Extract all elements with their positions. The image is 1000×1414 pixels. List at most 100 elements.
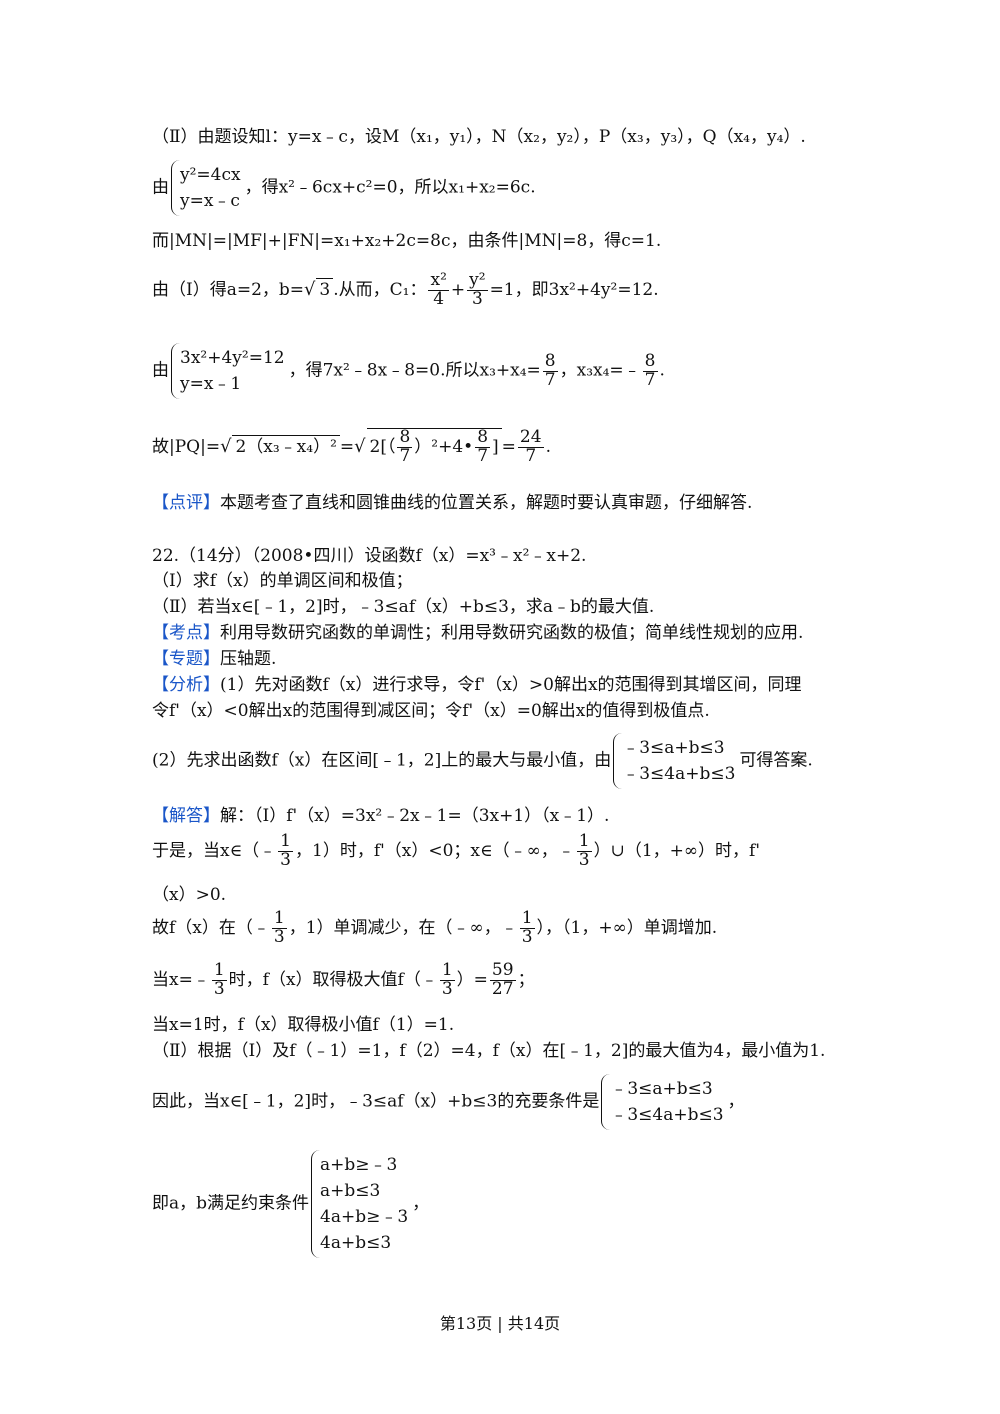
numerator: 1 [271, 908, 287, 929]
denominator: 3 [213, 978, 225, 999]
text: .从而，C₁： [333, 279, 427, 300]
denominator: 7 [525, 445, 537, 466]
text: . [545, 436, 551, 457]
denominator: 3 [441, 978, 453, 999]
text: 故|PQ|= [152, 436, 221, 457]
text: 故f（x）在（﹣ [152, 917, 270, 938]
text: 由 [152, 177, 169, 198]
denominator: 3 [578, 849, 590, 870]
numerator: 1 [519, 908, 535, 929]
kaodian-line: 【考点】利用导数研究函数的单调性；利用导数研究函数的极值；简单线性规划的应用. [152, 622, 803, 644]
equation-row: y²=4cx [180, 165, 241, 185]
text: 于是，当x∈（﹣ [152, 840, 277, 861]
inequality-system: ﹣3≤a+b≤3 ﹣3≤4a+b≤3 [613, 733, 735, 789]
numerator: 1 [278, 831, 293, 852]
text: + [450, 279, 466, 300]
numerator: 59 [489, 960, 516, 981]
text: 本题考查了直线和圆锥曲线的位置关系，解题时要认真审题，仔细解答. [220, 493, 753, 513]
text: ）∪（1，+∞）时，f' [593, 840, 761, 861]
text: ）= [456, 969, 488, 990]
fenxi-line: 【分析】(1）先对函数f（x）进行求导，令f'（x）>0解出x的范围得到其增区间… [152, 674, 802, 696]
text: ），（1，+∞）单调增加. [536, 917, 718, 938]
text: ， [412, 1193, 430, 1214]
denominator: 3 [521, 926, 533, 947]
denominator: 3 [280, 849, 291, 870]
q22-part1: （Ⅰ）求f（x）的单调区间和极值； [152, 571, 413, 591]
fenxi-tag: 【分析】 [152, 675, 220, 695]
numerator: x² [428, 270, 449, 291]
text: 由（Ⅰ）得a=2，b= [152, 279, 305, 300]
dang2-line: 当x=1时，f（x）取得极小值f（1）=1. [152, 1015, 455, 1035]
constraint-row: 4a+b≤3 [320, 1233, 392, 1253]
denominator: 3 [471, 288, 483, 309]
equation-row: 3x²+4y²=12 [180, 348, 285, 368]
denominator: 27 [491, 978, 514, 999]
text: 解：（Ⅰ）f'（x）=3x²﹣2x﹣1=（3x+1）（x﹣1）. [220, 806, 610, 826]
inequality-row: ﹣3≤4a+b≤3 [622, 764, 736, 784]
text: = [339, 436, 355, 457]
part2-intro: （Ⅱ）由题设知l：y=x﹣c，设M（x₁，y₁），N（x₂，y₂），P（x₃，y… [152, 127, 806, 147]
text: ，1）单调减少，在（﹣∞，﹣ [288, 917, 518, 938]
comment-line: 【点评】本题考查了直线和圆锥曲线的位置关系，解题时要认真审题，仔细解答. [152, 492, 752, 514]
text: 由 [152, 360, 169, 381]
text: ； [517, 969, 535, 990]
numerator: y² [467, 270, 488, 291]
text: ）²+4• [414, 436, 474, 457]
numerator: 8 [475, 427, 491, 448]
radical-sign: √ [220, 435, 232, 457]
inequality-row: ﹣3≤4a+b≤3 [610, 1105, 724, 1125]
page-footer: 第13页 | 共14页 [439, 1314, 561, 1333]
denominator: 7 [399, 445, 411, 466]
text: (2）先求出函数f（x）在区间[﹣1，2]上的最大与最小值，由 [152, 750, 612, 771]
text: 即a，b满足约束条件 [152, 1193, 310, 1214]
jieda-line: 【解答】解：（Ⅰ）f'（x）=3x²﹣2x﹣1=（3x+1）（x﹣1）. [152, 805, 609, 827]
text: 利用导数研究函数的单调性；利用导数研究函数的极值；简单线性规划的应用. [220, 623, 804, 643]
q22-part2: （Ⅱ）若当x∈[﹣1，2]时，﹣3≤af（x）+b≤3，求a﹣b的最大值. [152, 597, 655, 617]
inequality-row: ﹣3≤a+b≤3 [622, 738, 725, 758]
denominator: 4 [433, 288, 445, 309]
inequality-row: ﹣3≤a+b≤3 [610, 1079, 713, 1099]
q22-title: 22.（14分）（2008•四川）设函数f（x）=x³﹣x²﹣x+2. [152, 546, 587, 566]
text: 时，f（x）取得极大值f（﹣ [228, 969, 438, 990]
numerator: 1 [211, 960, 227, 981]
numerator: 8 [642, 350, 658, 372]
text: = [501, 436, 516, 457]
text: (1）先对函数f（x）进行求导，令f'（x）>0解出x的范围得到其增区间，同理 [220, 675, 802, 695]
text: 因此，当x∈[﹣1，2]时，﹣3≤af（x）+b≤3的充要条件是 [152, 1091, 600, 1112]
radicand: 3 [316, 277, 334, 301]
text: ， [727, 1091, 745, 1112]
text: 2[（ [369, 436, 396, 457]
text: =1，即3x²+4y²=12. [489, 279, 659, 300]
numerator: 1 [576, 831, 592, 852]
yushi-line-2: （x）>0. [152, 885, 227, 905]
mn-line: 而|MN|=|MF|+|FN|=x₁+x₂+2c=8c，由条件|MN|=8，得c… [152, 231, 662, 251]
denominator: 3 [273, 926, 285, 947]
denominator: 7 [544, 369, 556, 390]
radical-sign: √ [304, 278, 316, 300]
radicand: 2（x₃﹣x₄）² [232, 434, 340, 458]
text: 当x=﹣ [152, 969, 210, 990]
yinci-line: 因此，当x∈[﹣1，2]时，﹣3≤af（x）+b≤3的充要条件是 ﹣3≤a+b≤3… [152, 1074, 745, 1130]
numerator: 1 [439, 960, 455, 981]
fenxi2-line: (2）先求出函数f（x）在区间[﹣1，2]上的最大与最小值，由﹣3≤a+b≤3﹣… [152, 733, 813, 789]
